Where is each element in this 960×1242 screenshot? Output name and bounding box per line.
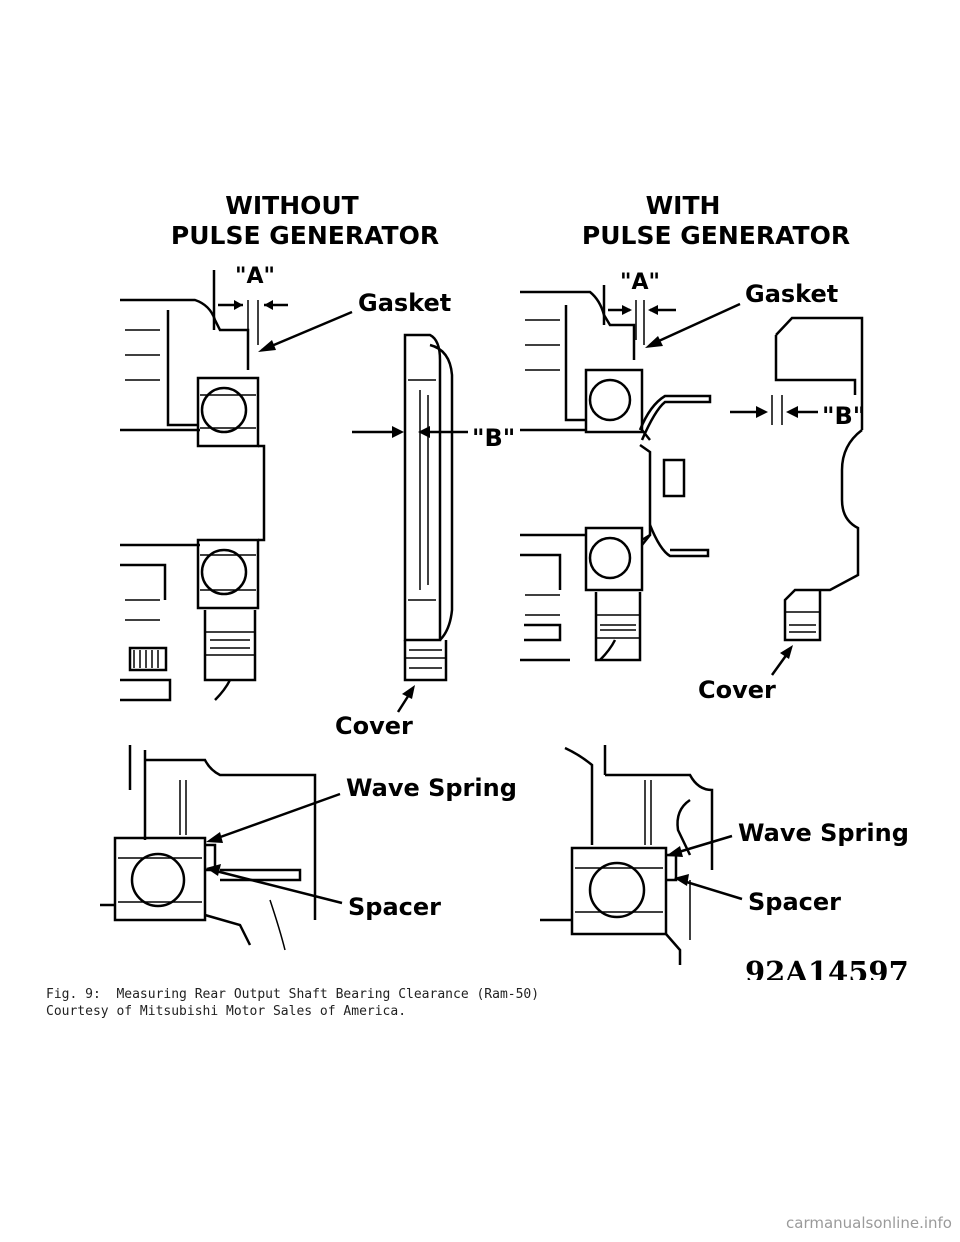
bottom-left-detail-drawing: [100, 745, 317, 951]
right-title-line1: WITH: [646, 191, 721, 220]
caption-line1: Fig. 9: Measuring Rear Output Shaft Bear…: [46, 987, 540, 1002]
bottom-left-label-spacer: Spacer: [348, 893, 441, 921]
left-cover-drawing: [403, 333, 454, 682]
right-label-gasket: Gasket: [745, 280, 838, 308]
bottom-right-label-spacer: Spacer: [748, 888, 841, 916]
right-dimension-a: "A": [608, 270, 676, 345]
right-dimension-b: "B": [730, 395, 865, 430]
figure-caption: Fig. 9: Measuring Rear Output Shaft Bear…: [46, 986, 539, 1020]
left-gasket-callout: Gasket: [258, 289, 451, 352]
figure-id: 92A14597: [745, 955, 909, 980]
left-housing-drawing: [120, 270, 266, 702]
caption-line2: Courtesy of Mitsubishi Motor Sales of Am…: [46, 1004, 407, 1019]
bottom-right-callouts: Wave Spring Spacer: [666, 819, 909, 916]
left-panel-title: WITHOUT PULSE GENERATOR: [171, 191, 439, 250]
left-title-line2: PULSE GENERATOR: [171, 221, 439, 250]
left-label-b: "B": [472, 424, 515, 452]
bottom-left-label-wave-spring: Wave Spring: [346, 774, 517, 802]
bottom-right-detail-drawing: [540, 745, 714, 965]
right-title-line2: PULSE GENERATOR: [582, 221, 850, 250]
right-label-b: "B": [822, 402, 865, 430]
right-cover-callout: Cover: [698, 645, 793, 704]
bearing-clearance-diagram: WITHOUT PULSE GENERATOR "A": [100, 191, 909, 980]
right-housing-drawing: [520, 285, 712, 662]
site-watermark: carmanualsonline.info: [786, 1214, 952, 1232]
right-panel-title: WITH PULSE GENERATOR: [582, 191, 850, 250]
left-cover-callout: Cover: [335, 685, 415, 740]
left-label-a: "A": [235, 264, 275, 289]
left-label-gasket: Gasket: [358, 289, 451, 317]
right-gasket-callout: Gasket: [645, 280, 838, 348]
right-label-cover: Cover: [698, 676, 776, 704]
left-title-line1: WITHOUT: [225, 191, 358, 220]
right-cover-drawing: [774, 316, 864, 642]
bottom-left-callouts: Wave Spring Spacer: [206, 774, 517, 921]
left-dimension-a: "A": [218, 264, 288, 345]
bottom-right-label-wave-spring: Wave Spring: [738, 819, 909, 847]
right-label-a: "A": [620, 270, 660, 295]
left-label-cover: Cover: [335, 712, 413, 740]
left-dimension-b: "B": [352, 424, 515, 452]
